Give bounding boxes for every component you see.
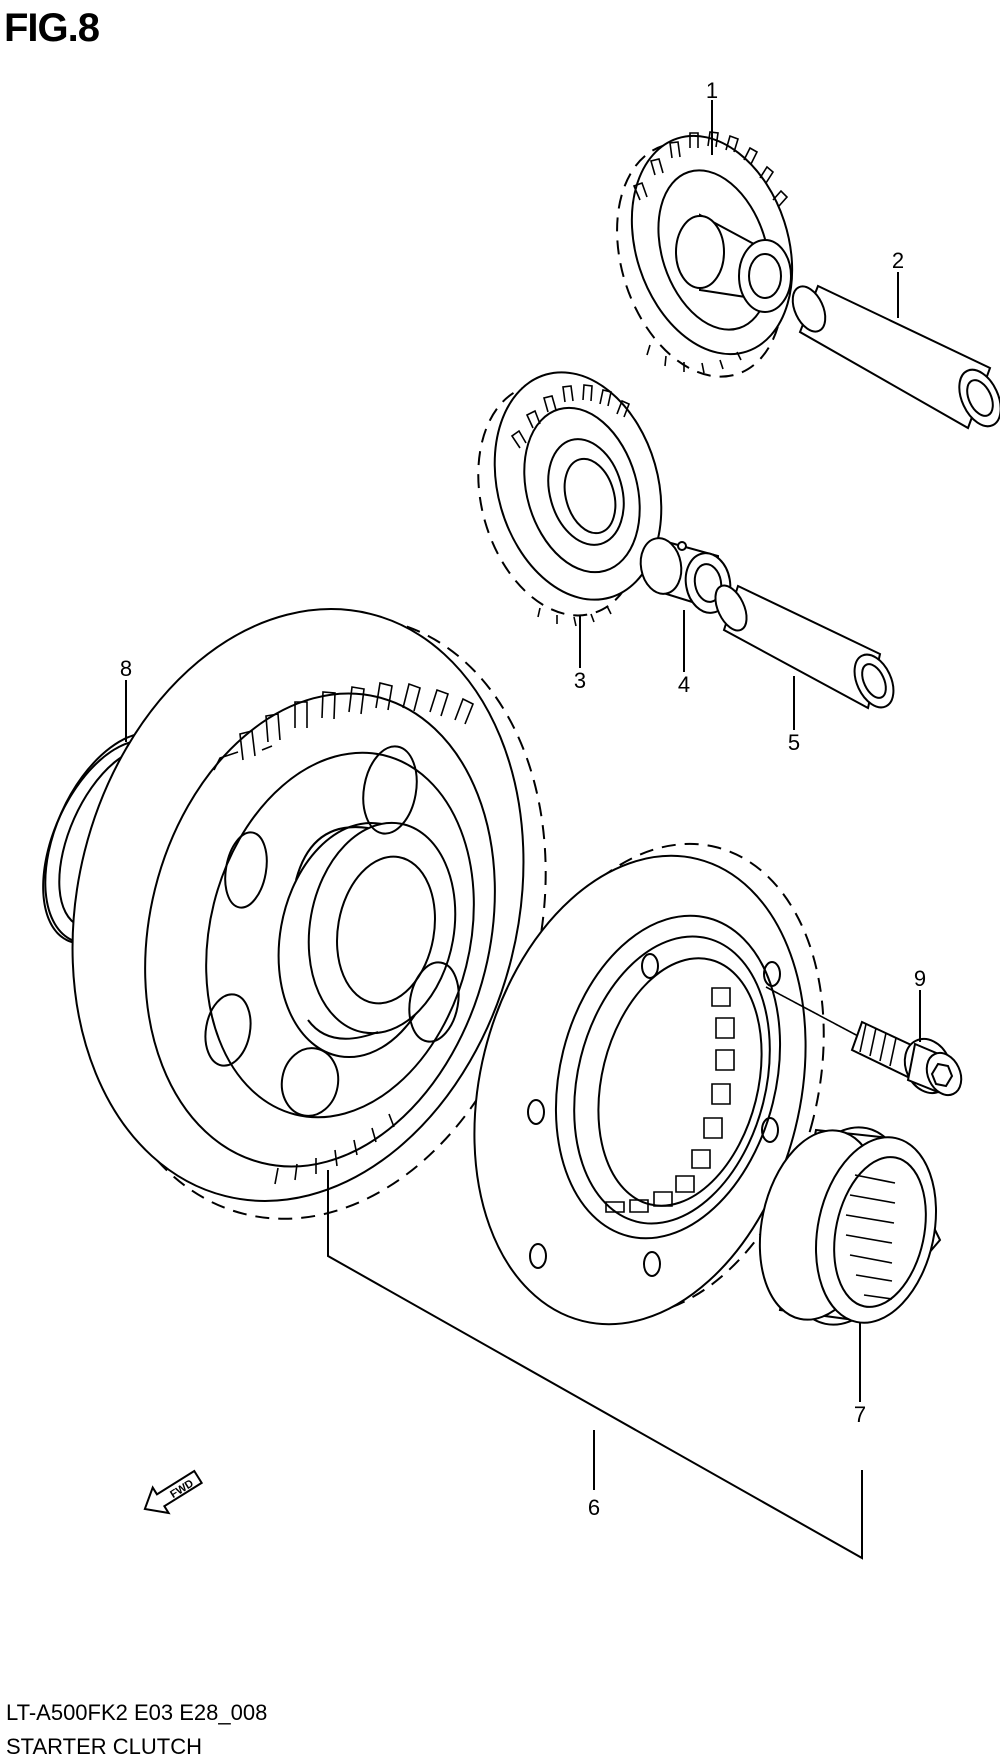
callout-8: 8 [120, 656, 132, 681]
callout-7: 7 [854, 1402, 866, 1427]
callout-6: 6 [588, 1495, 600, 1520]
part-1-idle-gear [616, 131, 794, 378]
part-2-shaft [791, 284, 1000, 430]
callout-3: 3 [574, 668, 586, 693]
part-7-needles [845, 1174, 896, 1300]
part-1-teeth [632, 131, 789, 374]
part-6-clutch-housing [473, 842, 825, 1326]
part-3-gear [477, 371, 663, 627]
part-4-bushing [639, 537, 732, 614]
figure-code: LT-A500FK2 E03 E28_008 [6, 1700, 268, 1725]
part-9-thread [859, 1023, 897, 1067]
callout-numbers: 1 2 3 4 5 6 7 8 9 [120, 78, 926, 1520]
callout-5: 5 [788, 730, 800, 755]
figure-name: STARTER CLUTCH [6, 1734, 202, 1759]
callout-1: 1 [706, 78, 718, 103]
forward-arrow-icon: FWD [143, 1469, 204, 1515]
callout-4: 4 [678, 672, 690, 697]
part-6-rollers [605, 987, 735, 1213]
callout-9: 9 [914, 966, 926, 991]
part-7-needle-bearing [758, 1126, 942, 1326]
figure-title: FIG.8 [4, 6, 100, 50]
callout-2: 2 [892, 248, 904, 273]
part-9-bolt [765, 986, 963, 1097]
part-6-bolt-holes [527, 953, 781, 1277]
part-5-shaft [714, 584, 895, 710]
leader-lines [125, 100, 921, 1560]
part-3-teeth [510, 384, 631, 627]
part-6-driven-gear [71, 608, 547, 1220]
